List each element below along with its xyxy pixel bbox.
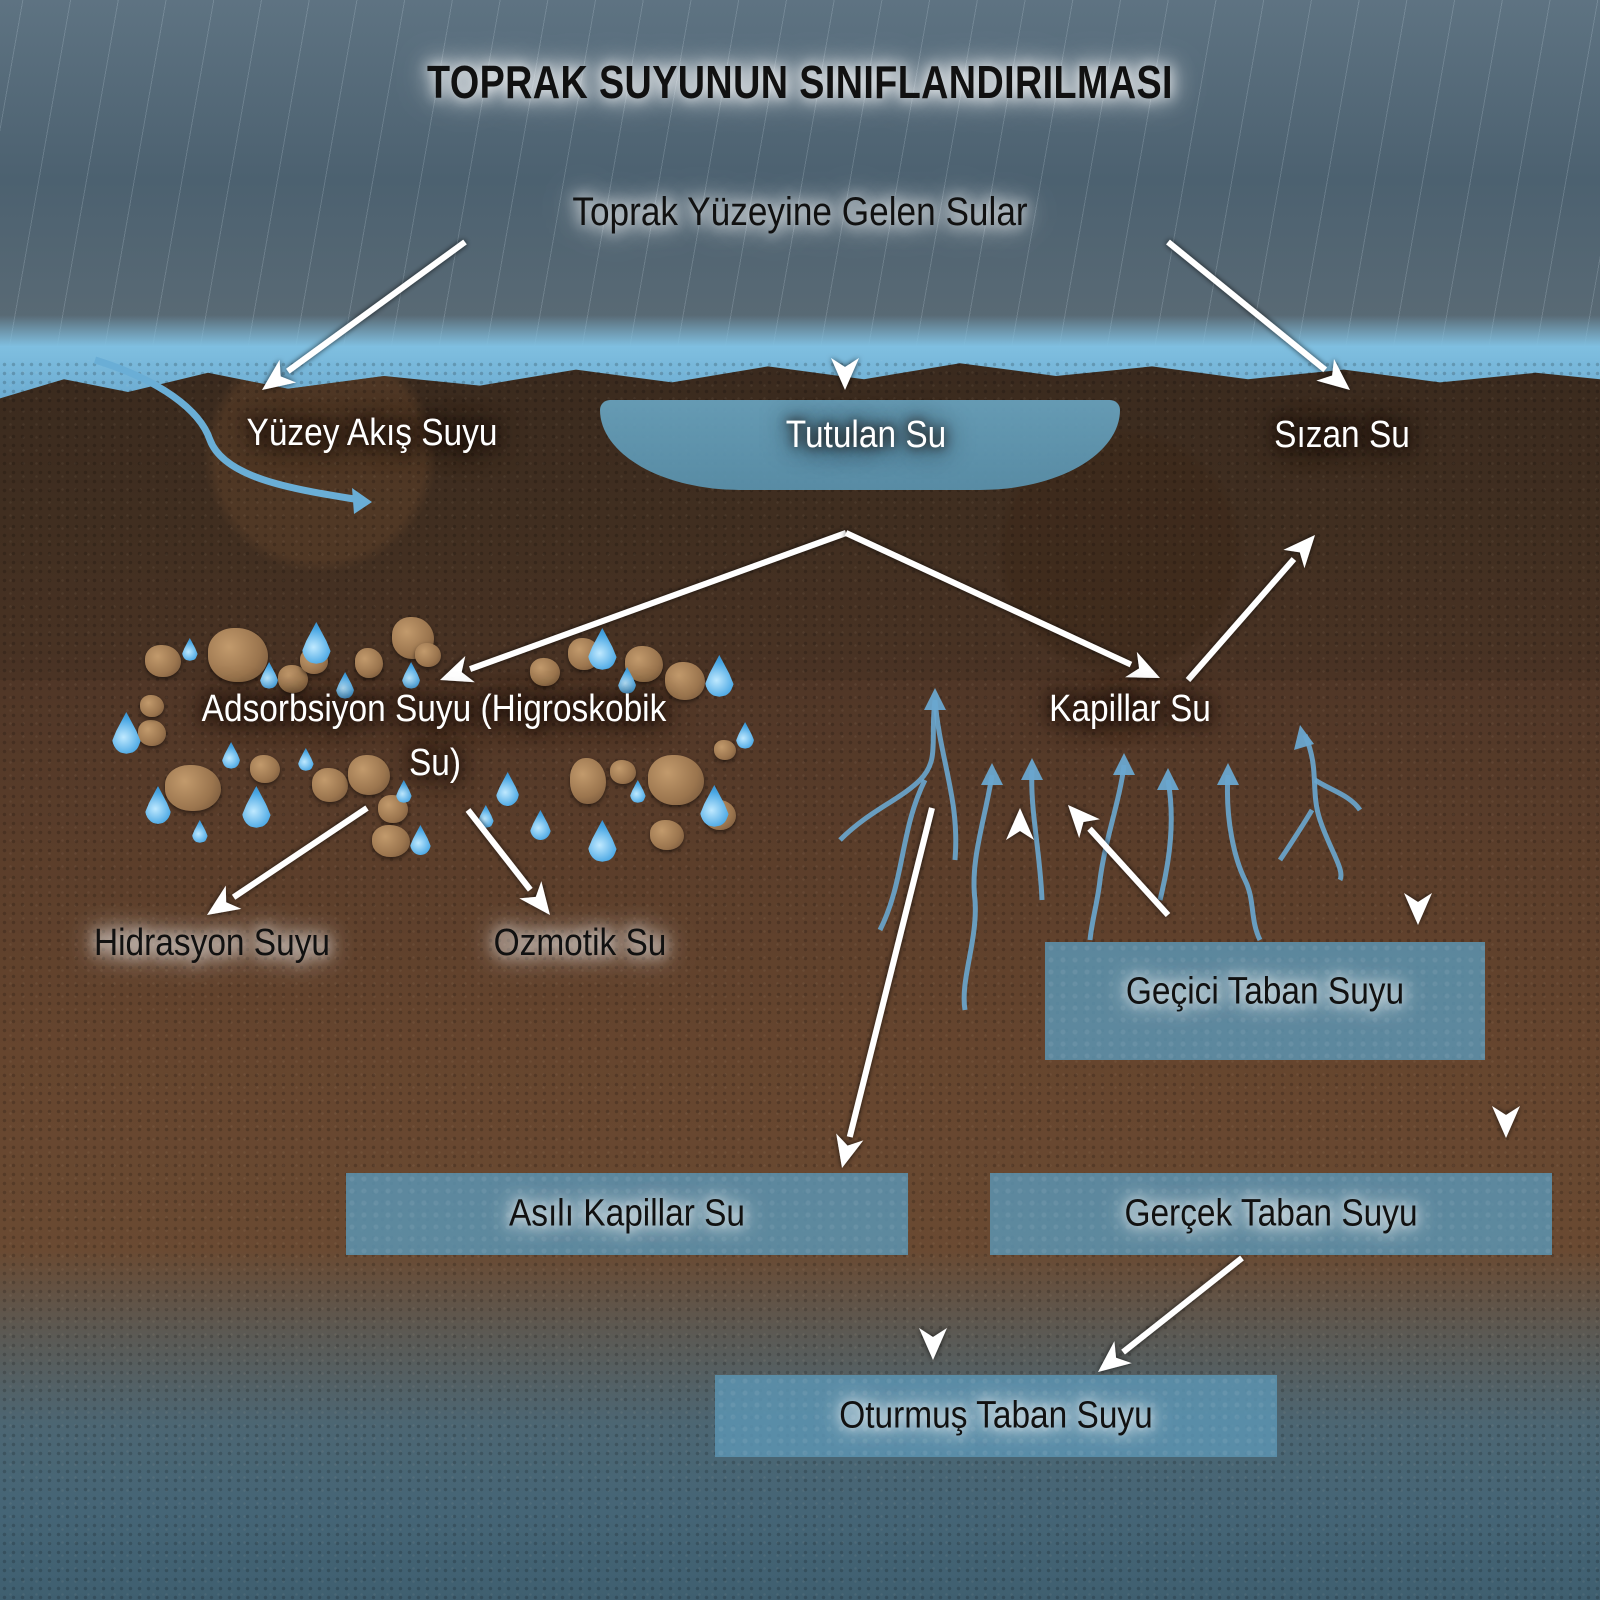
node-adsorption-water-line2: Su)	[408, 742, 462, 784]
capillary-stream	[1217, 763, 1263, 942]
retained-water-pool	[600, 400, 1120, 490]
soil-particle	[312, 768, 348, 802]
capillary-stream	[1021, 758, 1045, 901]
node-settled-groundwater: Oturmuş Taban Suyu	[715, 1375, 1277, 1457]
soil-particle	[355, 648, 383, 678]
settled-groundwater-label: Oturmuş Taban Suyu	[839, 1394, 1153, 1437]
soil-particle	[415, 643, 441, 667]
root-node-label: Toprak Yüzeyine Gelen Sular	[572, 190, 1028, 234]
soil-particle	[570, 758, 606, 804]
soil-particle	[650, 820, 684, 850]
soil-particle	[145, 645, 181, 677]
capillary-stream	[961, 763, 1003, 1011]
soil-particle	[138, 720, 166, 746]
node-suspended-capillary-water: Asılı Kapillar Su	[346, 1173, 908, 1255]
node-seepage-water: Sızan Su	[1274, 414, 1410, 456]
node-true-groundwater: Gerçek Taban Suyu	[990, 1173, 1552, 1255]
soil-particle	[140, 695, 164, 717]
node-adsorption-water-line1: Adsorbsiyon Suyu (Higroskobik	[201, 688, 667, 730]
diagram-title: TOPRAK SUYUNUN SINIFLANDIRILMASI	[427, 56, 1173, 108]
soil-particle	[648, 755, 704, 805]
true-groundwater-label: Gerçek Taban Suyu	[1124, 1192, 1418, 1235]
capillary-stream	[1157, 768, 1179, 901]
node-retained-water: Tutulan Su	[785, 414, 947, 456]
node-capillary-water: Kapillar Su	[1049, 688, 1211, 730]
soil-particle	[250, 755, 280, 783]
node-surface-runoff: Yüzey Akış Suyu	[246, 412, 498, 454]
temporary-groundwater-label: Geçici Taban Suyu	[1125, 970, 1405, 1013]
soil-particle	[348, 755, 390, 795]
capillary-stream	[838, 688, 959, 932]
node-osmotic-water: Ozmotik Su	[493, 922, 667, 964]
suspended-capillary-label: Asılı Kapillar Su	[508, 1192, 746, 1235]
soil-particle	[714, 740, 736, 760]
soil-particle	[165, 765, 221, 811]
soil-particle	[610, 760, 636, 784]
soil-particle	[208, 628, 268, 682]
capillary-stream	[1277, 725, 1363, 882]
capillary-stream	[1087, 753, 1135, 941]
node-hydration-water: Hidrasyon Suyu	[93, 922, 331, 964]
soil-particle	[372, 825, 410, 857]
node-temporary-groundwater: Geçici Taban Suyu	[1045, 942, 1485, 1060]
